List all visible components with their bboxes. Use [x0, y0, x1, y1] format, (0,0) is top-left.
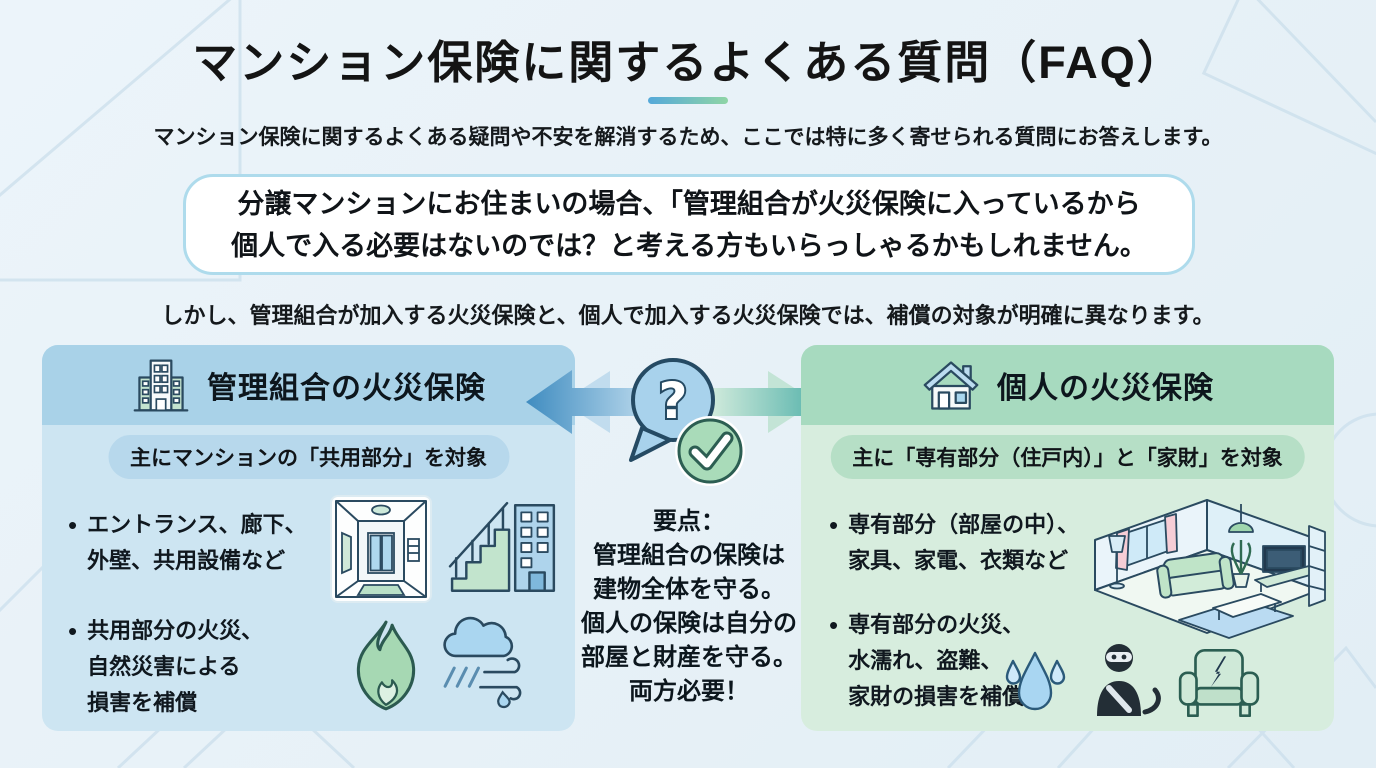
- bullet-line: 外壁、共用設備など: [87, 548, 286, 573]
- bullet-dot: •: [829, 610, 839, 640]
- entrance-illustration: [330, 495, 432, 603]
- bullet-line: 家財の損害を補償: [848, 684, 1025, 709]
- keypoint-line: 両方必要！: [629, 678, 749, 705]
- transition-text: しかし、管理組合が加入する火災保険と、個人で加入する火災保険では、補償の対象が明…: [161, 303, 1215, 328]
- keypoint-block: 要点： 管理組合の保険は 建物全体を守る。 個人の保険は自分の 部屋と財産を守る…: [563, 505, 815, 709]
- keypoint-label: 要点：: [653, 508, 725, 535]
- question-line-2: 個人で入る必要はないのでは？と考える方もいらっしゃるかもしれません。: [231, 230, 1147, 261]
- living-room-illustration: [1094, 499, 1326, 639]
- bullet-line: 専有部分の火災、: [848, 612, 1025, 637]
- bullet-line: 損害を補償: [87, 690, 198, 715]
- personal-panel-title: 個人の火災保険: [997, 372, 1214, 405]
- left-arrow-icon: [526, 370, 670, 434]
- bullet-line: 自然災害による: [87, 654, 241, 679]
- svg-text:?: ?: [658, 372, 687, 430]
- title-divider: [648, 97, 728, 104]
- keypoint-line: 管理組合の保険は: [593, 542, 785, 569]
- bullet-line: 専有部分（部屋の中）、: [848, 512, 1080, 537]
- management-panel-header: 管理組合の火災保険: [42, 345, 575, 425]
- question-bubble-icon: ?: [629, 358, 745, 486]
- stairs-building-illustration: [448, 501, 556, 592]
- keypoint-line: 建物全体を守る。: [593, 576, 785, 603]
- bullet-line: 水濡れ、盗難、: [848, 648, 1003, 673]
- personal-scope-pill: 主に「専有部分（住戸内）」と「家財」を対象: [830, 435, 1305, 479]
- bullet-dot: •: [829, 510, 839, 540]
- water-drops-icon: [1005, 651, 1066, 711]
- personal-panel-header: 個人の火災保険: [801, 345, 1334, 425]
- personal-insurance-panel: 個人の火災保険 主に「専有部分（住戸内）」と「家財」を対象 • 専有部分（部屋の…: [801, 345, 1334, 731]
- question-line-1: 分譲マンションにお住まいの場合、「管理組合が火災保険に入っているから: [237, 188, 1141, 219]
- house-icon: [923, 361, 979, 410]
- bullet-line: エントランス、廊下、: [87, 512, 307, 537]
- page-title: マンション保険に関するよくある質問（FAQ）: [192, 37, 1184, 88]
- management-panel-title: 管理組合の火災保険: [207, 372, 486, 405]
- page-subtitle: マンション保険に関するよくある疑問や不安を解消するため、ここでは特に多く寄せられ…: [153, 126, 1223, 149]
- bullet-line: 家具、家電、衣類など: [848, 548, 1069, 573]
- check-circle-icon: [675, 416, 745, 486]
- keypoint-line: 部屋と財産を守る。: [581, 644, 797, 671]
- building-icon: [133, 359, 189, 412]
- management-insurance-panel: 管理組合の火災保険 主にマンションの「共用部分」を対象 • エントランス、廊下、…: [42, 345, 575, 731]
- storm-icon: [443, 616, 522, 709]
- personal-bullet-2: • 専有部分の火災、 水濡れ、盗難、 家財の損害を補償: [829, 607, 1024, 715]
- flame-icon: [356, 620, 416, 711]
- management-scope-pill: 主にマンションの「共用部分」を対象: [108, 435, 509, 479]
- management-bullet-1: • エントランス、廊下、 外壁、共用設備など: [68, 507, 307, 579]
- personal-bullet-1: • 専有部分（部屋の中）、 家具、家電、衣類など: [829, 507, 1079, 579]
- management-bullet-2: • 共用部分の火災、 自然災害による 損害を補償: [68, 613, 263, 721]
- question-card: 分譲マンションにお住まいの場合、「管理組合が火災保険に入っているから 個人で入る…: [183, 174, 1195, 275]
- broken-chair-icon: [1178, 648, 1260, 718]
- bullet-line: 共用部分の火災、: [87, 618, 264, 643]
- bullet-dot: •: [68, 510, 78, 540]
- burglar-icon: [1097, 644, 1161, 716]
- keypoint-line: 個人の保険は自分の: [581, 610, 797, 637]
- bullet-dot: •: [68, 616, 78, 646]
